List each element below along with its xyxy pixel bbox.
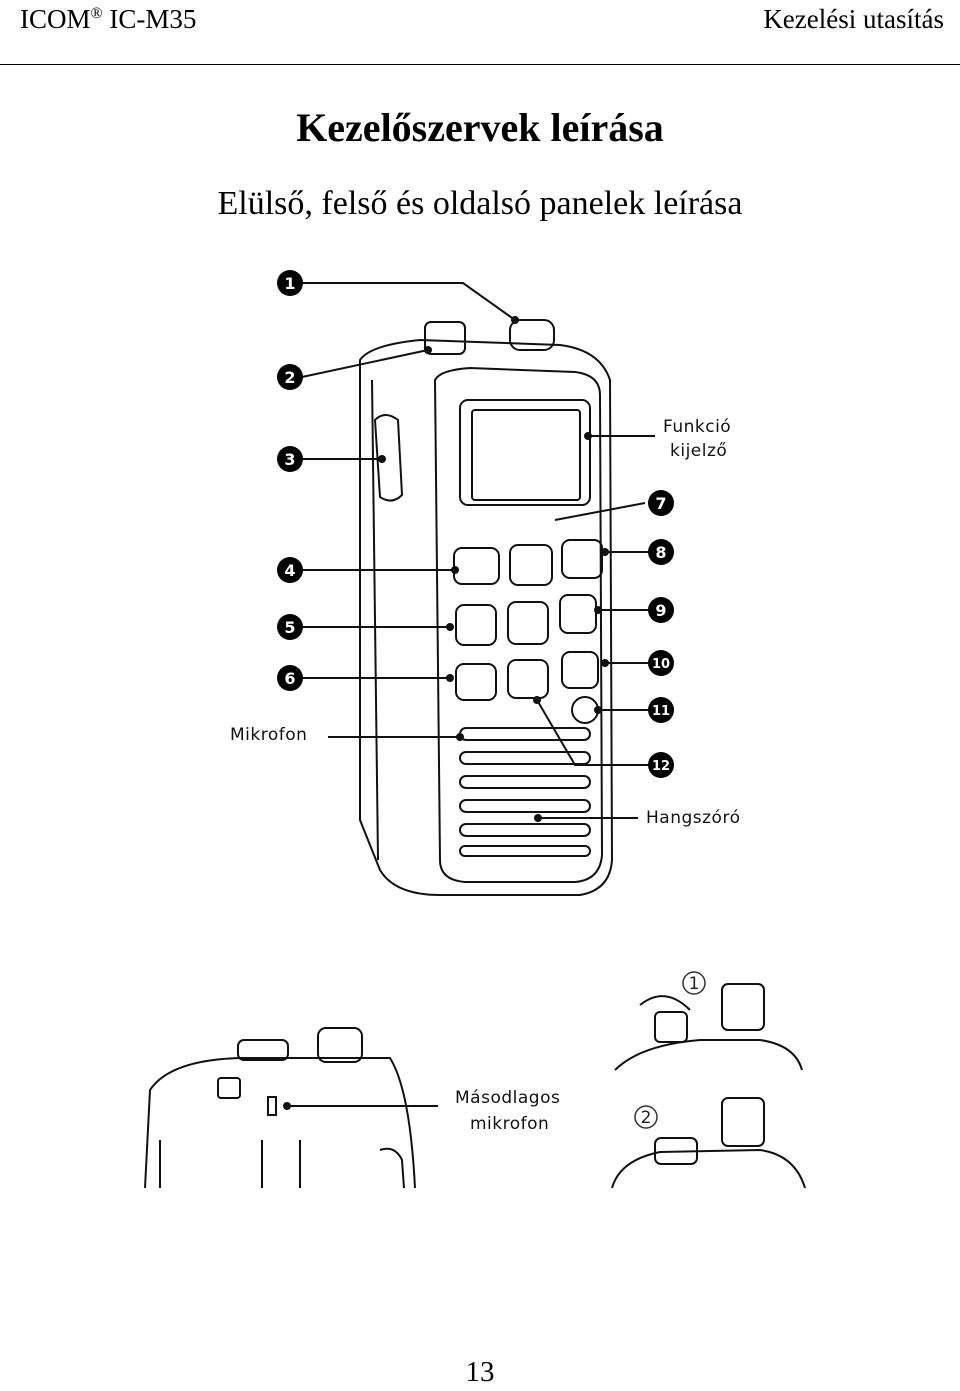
svg-text:4: 4 — [284, 561, 295, 580]
secondary-mic-dot — [283, 1102, 291, 1110]
brand-name: ICOM — [20, 4, 91, 34]
radio-body-outline — [359, 338, 614, 896]
registered-mark: ® — [90, 5, 103, 22]
svg-text:8: 8 — [655, 543, 666, 562]
display-glass — [471, 409, 581, 501]
callout-5: 5 — [277, 614, 303, 640]
function-display — [459, 399, 591, 506]
callout-9: 9 — [648, 597, 674, 623]
callout-4: 4 — [277, 557, 303, 583]
callout-7: 7 — [648, 490, 674, 516]
svg-text:5: 5 — [284, 618, 295, 637]
page-subtitle: Elülső, felső és oldalsó panelek leírása — [217, 185, 743, 222]
callout-11: 11 — [648, 697, 674, 723]
microphone-label: Mikrofon — [230, 725, 307, 745]
svg-text:9: 9 — [655, 601, 666, 620]
display-label-line2: kijelző — [670, 441, 727, 461]
top-view-diagram — [144, 1027, 416, 1189]
antenna-steps-diagram — [611, 983, 806, 1189]
keypad — [453, 539, 603, 724]
callout-2: 2 — [277, 364, 303, 390]
speaker-label: Hangszóró — [646, 808, 740, 828]
svg-text:1: 1 — [284, 274, 295, 293]
callout-1: 1 — [277, 270, 303, 296]
svg-text:7: 7 — [655, 494, 666, 513]
svg-text:2: 2 — [641, 1108, 652, 1128]
document-title: Kezelési utasítás — [763, 4, 944, 34]
header-divider — [0, 64, 960, 65]
model-name: IC-M35 — [109, 4, 197, 34]
leader-dots — [378, 316, 609, 822]
svg-text:12: 12 — [652, 759, 670, 774]
antenna-step-2: 2 — [634, 1105, 658, 1129]
secondary-mic-label-line2: mikrofon — [470, 1114, 549, 1134]
svg-text:11: 11 — [652, 704, 670, 719]
callout-6: 6 — [277, 665, 303, 691]
page-number: 13 — [465, 1356, 495, 1388]
svg-text:1: 1 — [689, 974, 700, 994]
svg-text:10: 10 — [652, 657, 670, 672]
antenna-step-1: 1 — [682, 971, 706, 995]
callout-10: 10 — [648, 650, 674, 676]
svg-text:2: 2 — [284, 368, 295, 387]
callout-8: 8 — [648, 539, 674, 565]
radio-front-face — [433, 366, 604, 883]
svg-text:6: 6 — [284, 669, 295, 688]
svg-text:3: 3 — [284, 450, 295, 469]
page-title: Kezelőszervek leírása — [296, 105, 664, 150]
callout-12: 12 — [648, 752, 674, 778]
antenna-base — [509, 319, 555, 351]
callout-3: 3 — [277, 446, 303, 472]
volume-knob — [424, 321, 466, 355]
header-brand-model: ICOM® IC-M35 — [20, 4, 196, 35]
speaker-grille — [459, 727, 591, 857]
display-label-line1: Funkció — [663, 417, 731, 437]
secondary-mic-label-line1: Másodlagos — [455, 1088, 560, 1108]
side-ptt-button — [373, 414, 404, 502]
leader-lines — [301, 282, 655, 819]
